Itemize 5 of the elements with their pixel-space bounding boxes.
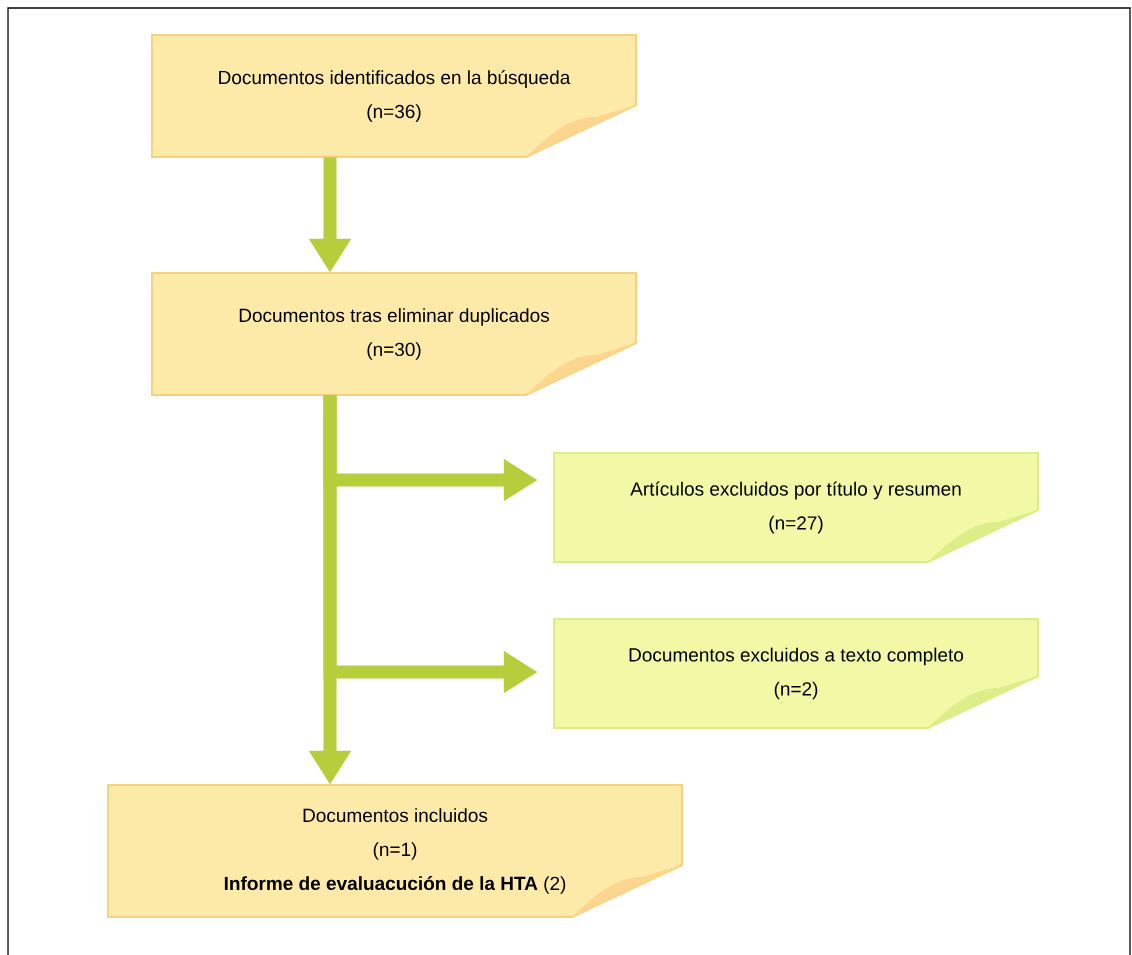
- note-box: Documentos identificados en la búsqueda (n=36): [151, 34, 637, 158]
- note-box: Documentos tras eliminar duplicados (n=30): [151, 272, 637, 396]
- note-box: Documentos excluidos a texto completo (n=2): [553, 618, 1039, 729]
- note-box: Documentos incluidos (n=1) Informe de evaluacución de la HTA (2): [107, 784, 683, 918]
- note-box: Artículos excluidos por título y resumen (n=27): [553, 452, 1039, 563]
